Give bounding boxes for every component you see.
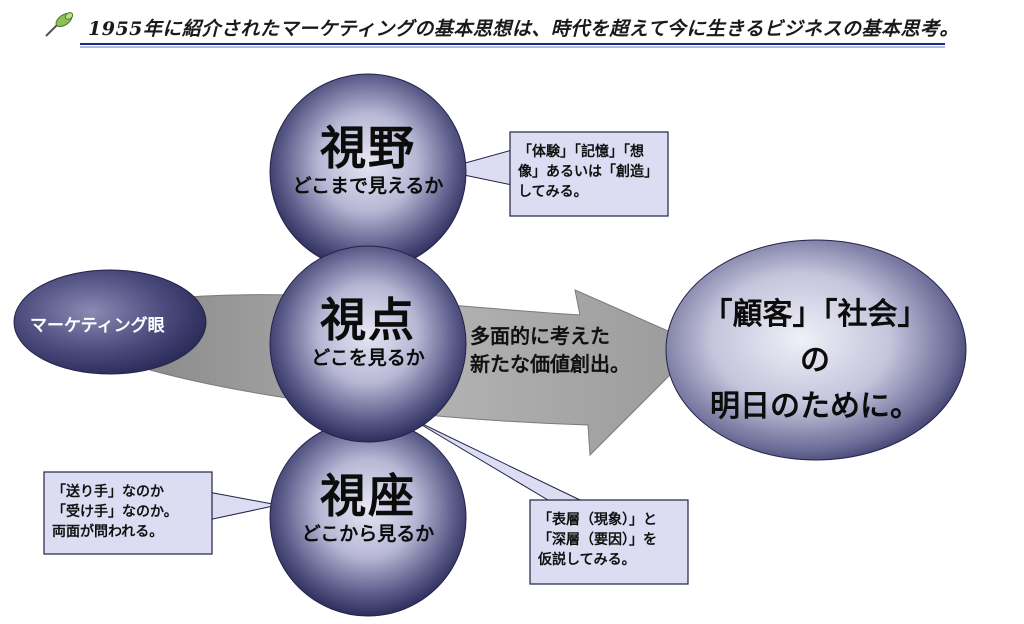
sphere-middle <box>269 245 467 443</box>
callout-bottom-right: 「表層（現象）」と 「深層（要因）」を 仮説してみる。 <box>538 510 688 570</box>
callout-box-bottom-right <box>529 499 689 585</box>
callout-bottom-right-line2: 「深層（要因）」を <box>538 532 657 548</box>
goal-line1: 「顧客」「社会」 <box>702 297 928 332</box>
page-title: 1955年に紹介されたマーケティングの基本思想は、時代を超えて今に生きるビジネス… <box>88 18 960 40</box>
pushpin-icon <box>45 12 74 37</box>
marketing-eye-label: マーケティング眼 <box>30 316 165 336</box>
goal-text: 「顧客」「社会」 の 明日のために。 <box>700 292 930 430</box>
sphere-top-kanji: 視野 <box>320 121 416 175</box>
sphere-middle-subtitle: どこを見るか <box>311 347 425 369</box>
goal-ellipse <box>665 239 967 461</box>
callout-top-right: 「体験」「記憶」「想 像」あるいは「創造」 してみる。 <box>518 142 668 202</box>
callout-bottom-left-line2: 「受け手」なのか。 <box>52 504 178 520</box>
goal-line3: 明日のために。 <box>710 389 920 424</box>
sphere-top-label: 視野 どこまで見えるか <box>270 122 466 198</box>
callout-bottom-left-line3: 両面が問われる。 <box>52 524 164 540</box>
callout-pointer-bottom-left <box>207 491 279 521</box>
callout-top-right-line3: してみる。 <box>518 184 588 200</box>
sphere-bottom-subtitle: どこから見るか <box>301 523 435 545</box>
goal-line2: の <box>800 343 830 378</box>
callout-bottom-right-line3: 仮説してみる。 <box>538 552 636 568</box>
callout-box-bottom-left <box>43 471 213 555</box>
arrow-text-line1: 多面的に考えた <box>470 324 610 348</box>
callout-top-right-line2: 像」あるいは「創造」 <box>518 164 658 180</box>
sphere-middle-kanji: 視点 <box>320 293 416 347</box>
sphere-bottom-kanji: 視座 <box>320 469 416 523</box>
sphere-bottom-label: 視座 どこから見るか <box>270 470 466 546</box>
callout-bottom-left-line1: 「送り手」なのか <box>52 484 164 500</box>
arrow-text: 多面的に考えた 新たな価値創出。 <box>470 322 700 378</box>
marketing-eye-ellipse <box>13 269 207 375</box>
callout-box-top-right <box>509 131 669 217</box>
callout-bottom-right-line1: 「表層（現象）」と <box>538 512 657 528</box>
sphere-top-subtitle: どこまで見えるか <box>292 175 444 197</box>
callout-top-right-line1: 「体験」「記憶」「想 <box>518 144 644 160</box>
sphere-middle-label: 視点 どこを見るか <box>270 294 466 370</box>
callout-bottom-left: 「送り手」なのか 「受け手」なのか。 両面が問われる。 <box>52 482 212 542</box>
arrow-text-line2: 新たな価値創出。 <box>470 352 630 376</box>
